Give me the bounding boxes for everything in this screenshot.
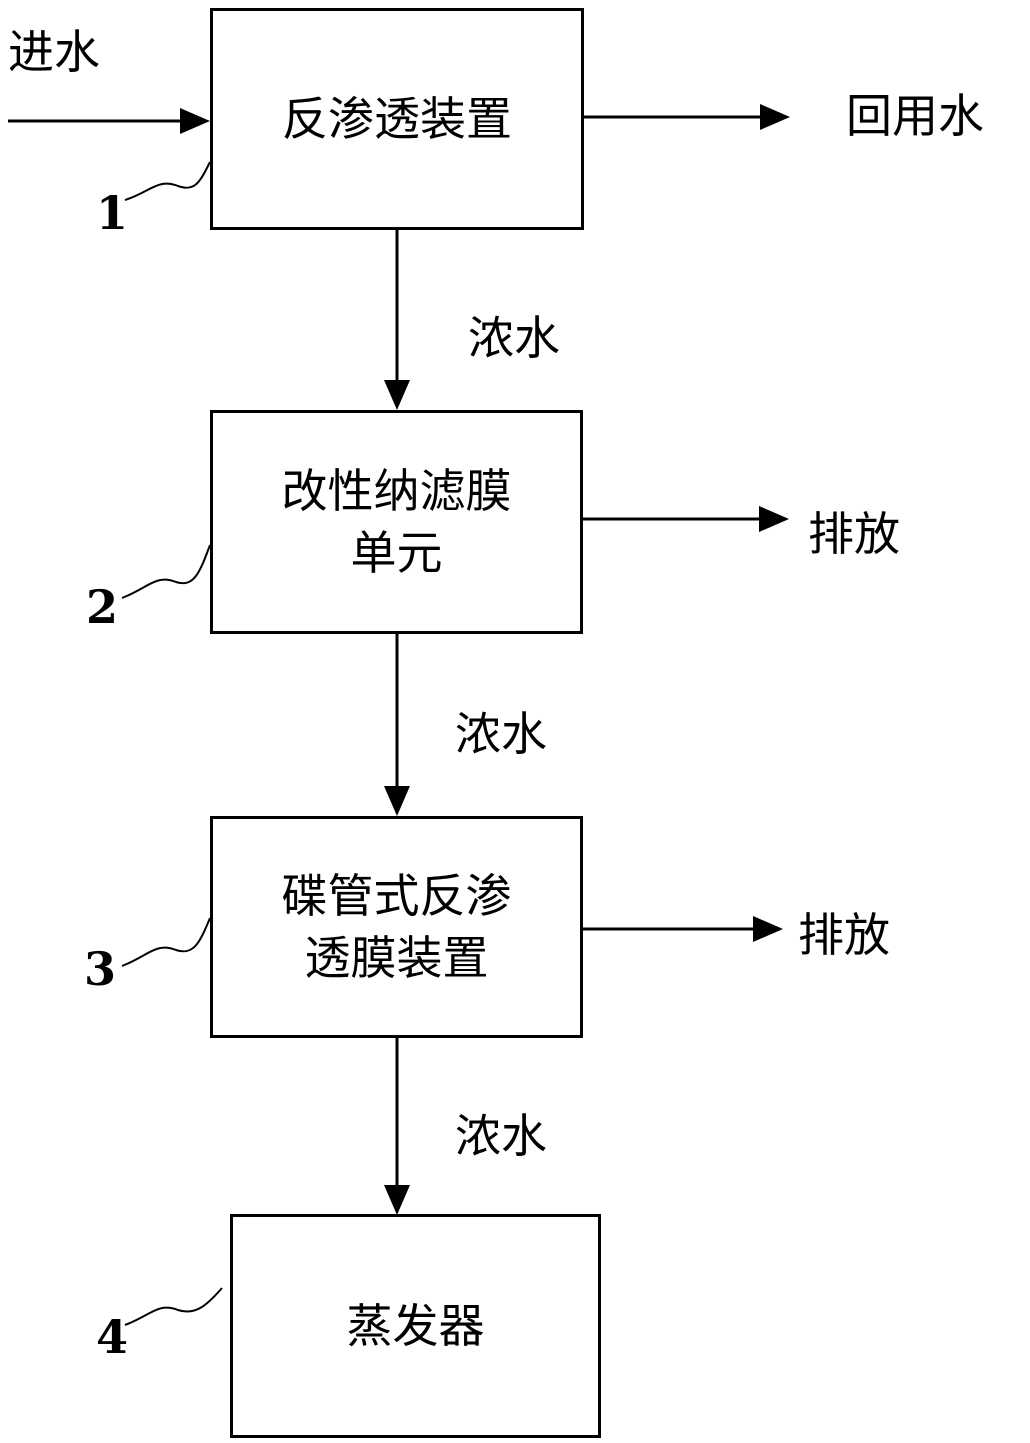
ref-number-3: 3 — [84, 942, 117, 996]
concentrate-label-1: 浓水 — [468, 311, 560, 365]
inlet-arrow — [8, 108, 210, 134]
leader-line-1 — [124, 161, 211, 201]
leader-line-3 — [121, 917, 211, 967]
leader-line-4 — [124, 1287, 223, 1326]
evaporator-box: 蒸发器 — [230, 1214, 601, 1438]
reuse-water-label: 回用水 — [846, 89, 984, 143]
concentrate-label-2: 浓水 — [455, 707, 547, 761]
dtro-label-line-2: 透膜装置 — [304, 931, 489, 985]
concentrate-arrow-2 — [384, 633, 410, 816]
dtro-label-line-1: 碟管式反渗 — [281, 869, 512, 923]
nanofiltration-unit-box: 改性纳滤膜 单元 — [210, 410, 583, 634]
leader-line-2 — [121, 544, 211, 599]
nanofiltration-label-line-2: 单元 — [350, 526, 443, 580]
concentrate-label-3: 浓水 — [455, 1109, 547, 1163]
discharge-label-1: 排放 — [808, 507, 900, 561]
evaporator-label: 蒸发器 — [346, 1299, 485, 1353]
dtro-device-box: 碟管式反渗 透膜装置 — [210, 816, 583, 1038]
reuse-water-arrow — [583, 104, 790, 130]
ro-device-label: 反渗透装置 — [282, 92, 512, 146]
ref-number-1: 1 — [96, 186, 129, 240]
discharge-arrow-2 — [580, 916, 783, 942]
discharge-label-2: 排放 — [798, 908, 890, 962]
ro-device-box: 反渗透装置 — [210, 8, 584, 230]
ref-number-4: 4 — [96, 1310, 129, 1364]
discharge-arrow-1 — [580, 506, 789, 532]
concentrate-arrow-3 — [384, 1037, 410, 1215]
nanofiltration-label-line-1: 改性纳滤膜 — [281, 464, 512, 518]
ref-number-2: 2 — [86, 580, 119, 634]
inlet-label: 进水 — [8, 25, 100, 79]
concentrate-arrow-1 — [384, 228, 410, 410]
